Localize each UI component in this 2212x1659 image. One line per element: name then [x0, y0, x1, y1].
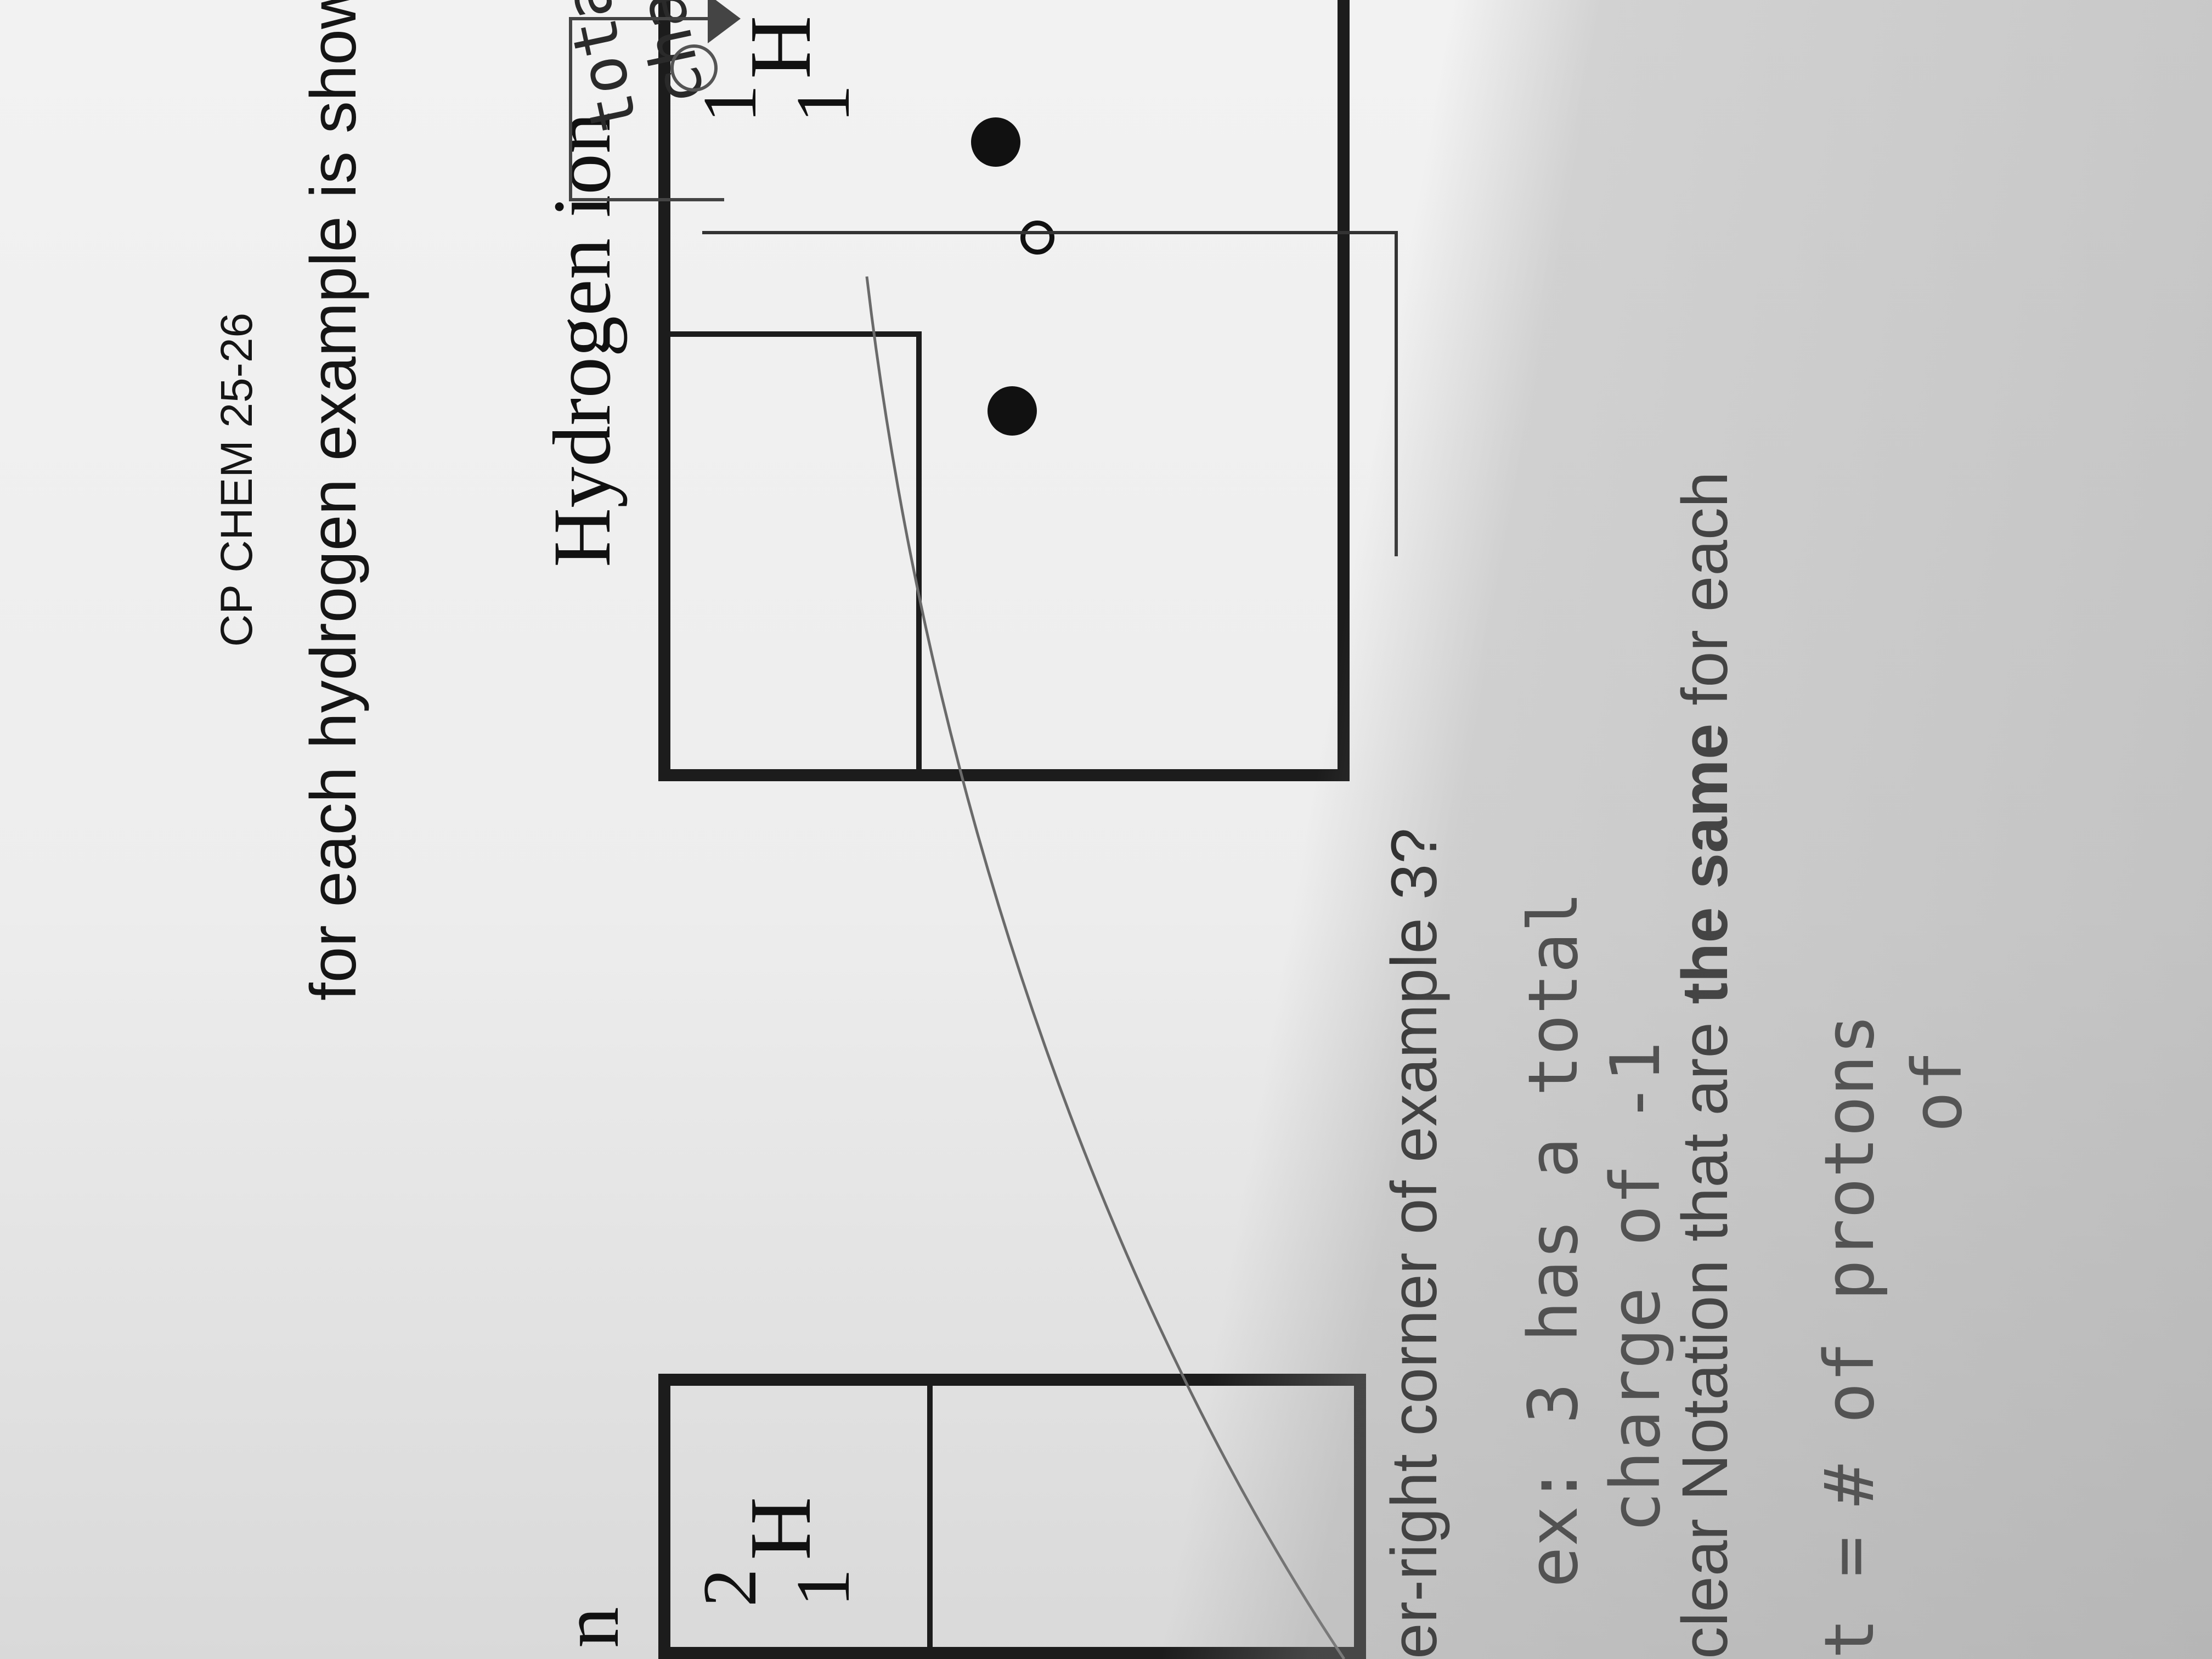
arrow-head [708, 0, 741, 43]
pencil-curve [865, 276, 1346, 1659]
pointer-line [702, 231, 1398, 556]
arrow-line [569, 17, 724, 201]
circled-charge [670, 44, 718, 92]
